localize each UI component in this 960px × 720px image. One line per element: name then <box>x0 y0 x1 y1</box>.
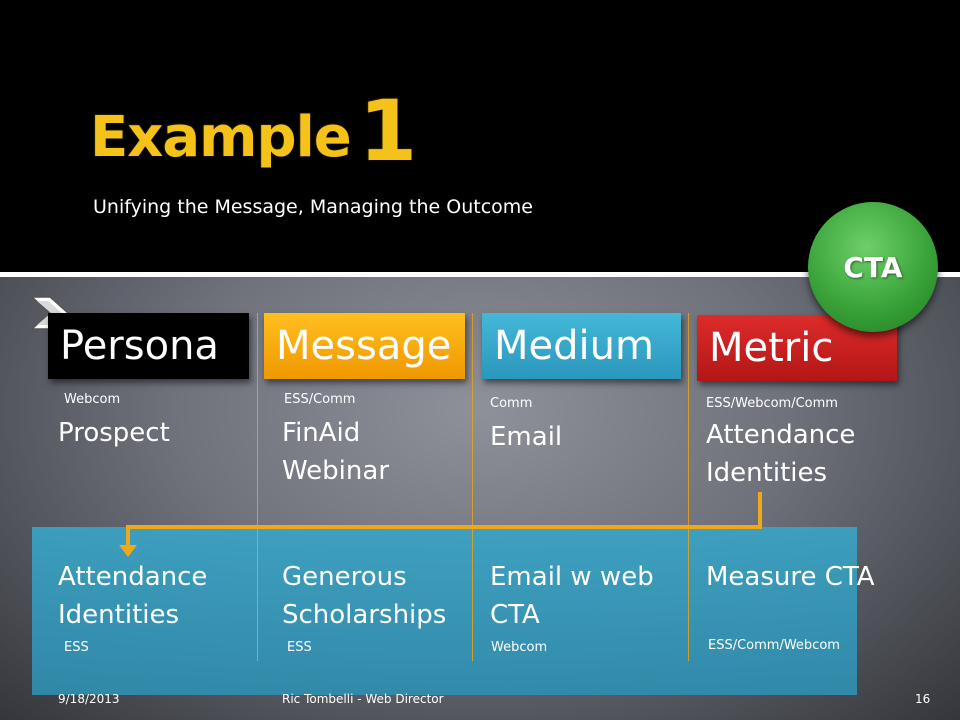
header-message: Message <box>264 313 465 379</box>
outcome-band <box>32 527 857 695</box>
slide-subtitle: Unifying the Message, Managing the Outco… <box>93 196 533 218</box>
bottom-value-message: Generous Scholarships <box>282 562 447 630</box>
header-persona: Persona <box>48 313 249 379</box>
header-medium: Medium <box>482 313 681 379</box>
value-persona: Prospect <box>58 418 170 448</box>
column-divider-1 <box>257 313 258 661</box>
slide-header-area: Example1 Unifying the Message, Managing … <box>0 0 960 272</box>
value-medium: Email <box>490 422 563 452</box>
bottom-value-persona: Attendance Identities <box>58 562 208 630</box>
owner-medium: Comm <box>490 396 533 411</box>
owner-persona: Webcom <box>64 392 121 407</box>
title-word: Example <box>90 105 352 170</box>
bottom-owner-persona: ESS <box>64 640 89 655</box>
bottom-value-metric: Measure CTA <box>706 562 875 592</box>
owner-message: ESS/Comm <box>284 392 356 407</box>
owner-metric: ESS/Webcom/Comm <box>706 396 838 411</box>
value-message: FinAid Webinar <box>282 418 390 486</box>
bottom-value-medium: Email w web CTA <box>490 562 654 630</box>
value-metric: Attendance Identities <box>706 420 856 488</box>
bottom-owner-medium: Webcom <box>491 640 548 655</box>
slide-title: Example1 <box>90 82 417 180</box>
footer-page-number: 16 <box>915 692 931 706</box>
header-divider <box>0 272 960 277</box>
bottom-owner-metric: ESS/Comm/Webcom <box>708 638 840 653</box>
footer-author: Ric Tombelli - Web Director <box>282 692 444 706</box>
footer-date: 9/18/2013 <box>58 692 120 706</box>
column-divider-2 <box>472 313 473 661</box>
cta-badge: CTA <box>808 202 938 332</box>
column-divider-3 <box>688 313 689 661</box>
title-number: 1 <box>358 82 417 180</box>
bottom-owner-message: ESS <box>287 640 312 655</box>
